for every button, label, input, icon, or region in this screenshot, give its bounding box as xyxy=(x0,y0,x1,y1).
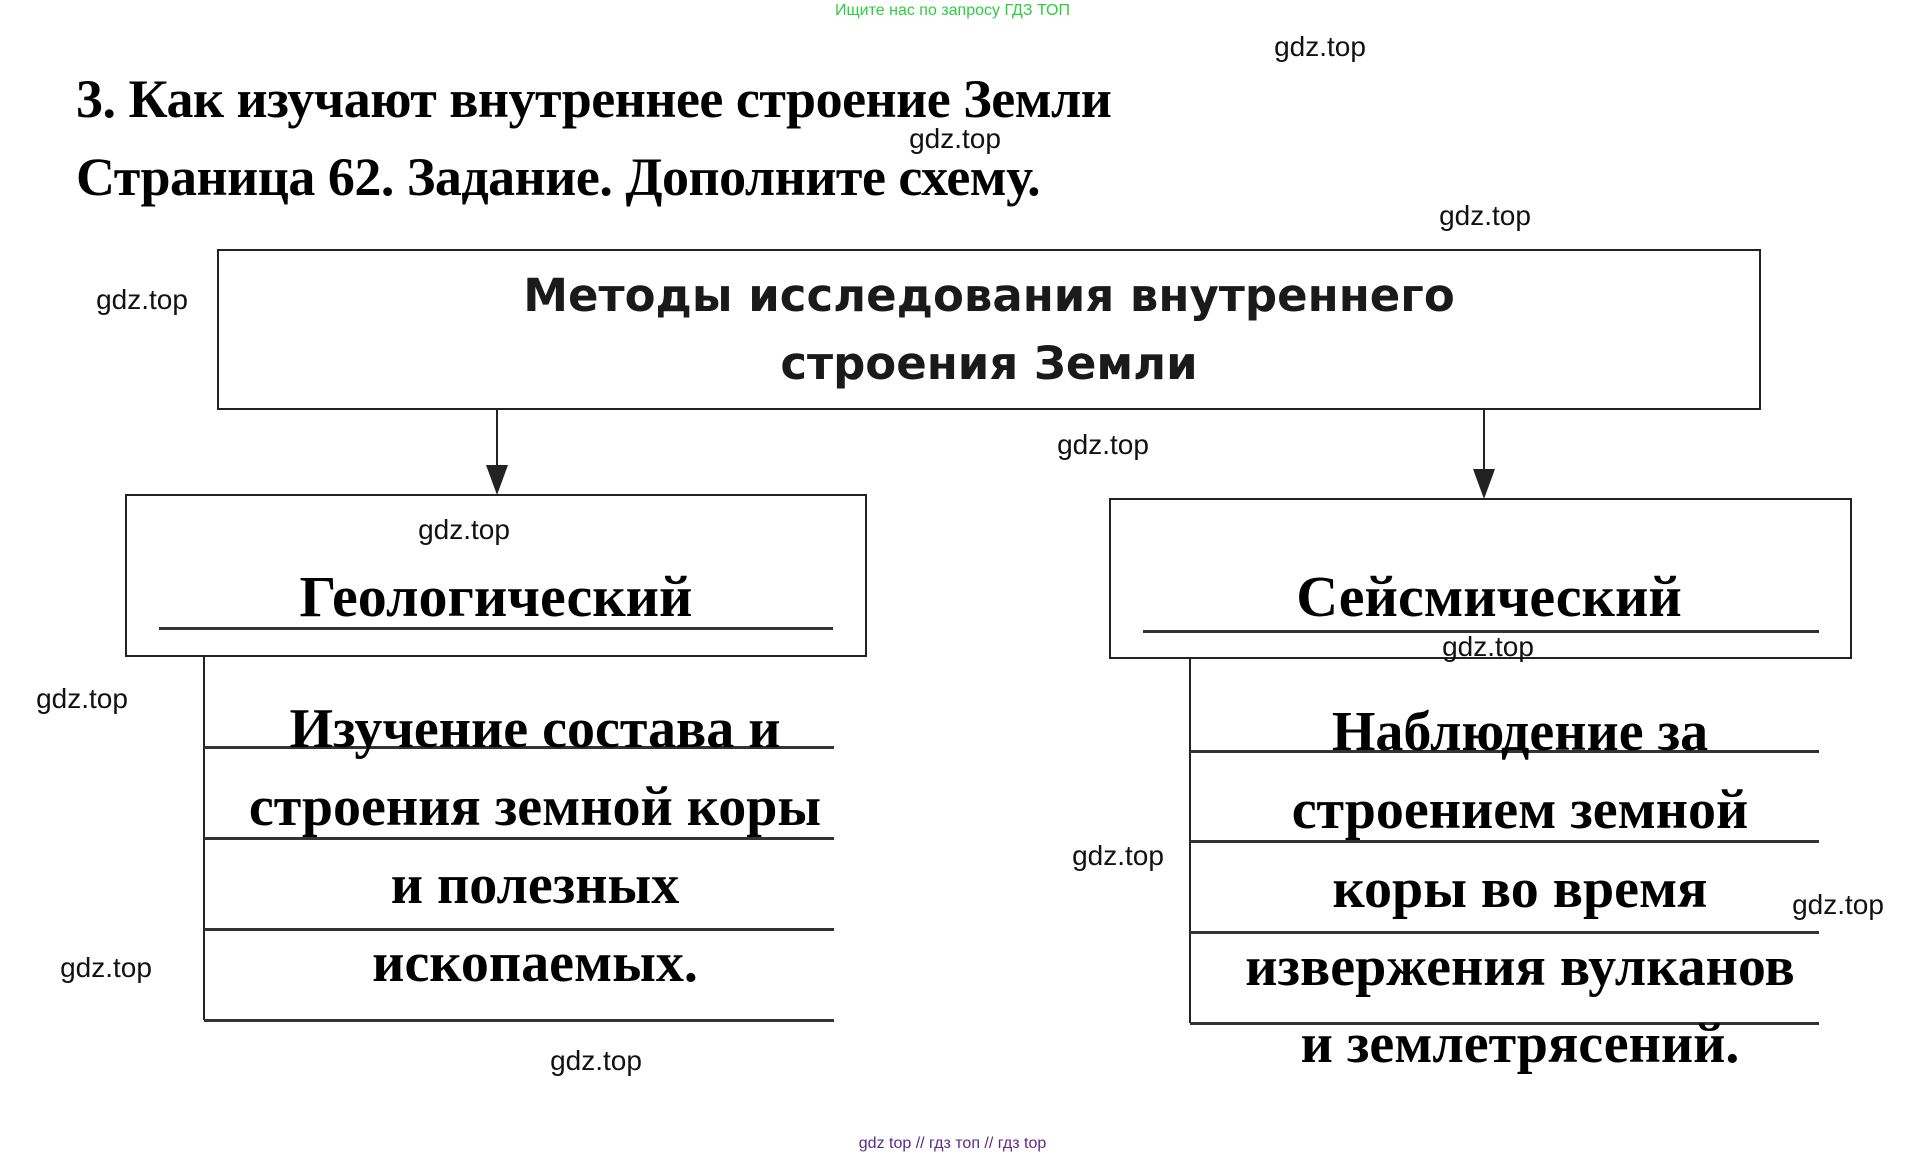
method-box-geological xyxy=(125,494,867,657)
watermark: gdz.top xyxy=(1442,631,1534,662)
search-banner[interactable]: Ищите нас по запросу ГДЗ ТОП xyxy=(835,2,1070,19)
arrow-down-icon xyxy=(486,465,508,495)
answer-text-line: Наблюдение за xyxy=(1331,701,1709,763)
watermark: gdz.top xyxy=(1274,31,1366,62)
watermark: gdz.top xyxy=(418,514,510,545)
arrow-down-icon xyxy=(1473,469,1495,499)
answer-text-line: строения земной коры xyxy=(248,776,822,838)
arrow-right-shaft xyxy=(1483,410,1485,472)
answer-text-line: и землетрясений. xyxy=(1300,1013,1740,1075)
answer-line xyxy=(1190,750,1819,753)
answer-line xyxy=(204,746,834,749)
watermark: gdz.top xyxy=(36,683,128,714)
answer-text-line: Изучение состава и xyxy=(289,698,781,760)
answer-line xyxy=(159,627,833,630)
method-label-geological: Геологический xyxy=(299,564,693,629)
watermark: gdz.top xyxy=(1439,200,1531,231)
diagram-root-line-1: Методы исследования внутреннего xyxy=(523,268,1455,322)
answer-text-line: строением земной xyxy=(1291,779,1749,841)
answer-line xyxy=(1190,931,1819,934)
watermark: gdz.top xyxy=(96,284,188,315)
method-label-seismic: Сейсмический xyxy=(1296,564,1682,629)
watermark: gdz.top xyxy=(60,952,152,983)
watermark: gdz.top xyxy=(909,123,1001,154)
diagram-root-box: Методы исследования внутреннего строения… xyxy=(217,249,1761,410)
watermark: gdz.top xyxy=(1792,889,1884,920)
task-subtitle: Страница 62. Задание. Дополните схему. xyxy=(76,147,1041,207)
answer-text-line: и полезных xyxy=(390,854,680,916)
watermark: gdz.top xyxy=(1057,429,1149,460)
watermark: gdz.top xyxy=(1072,840,1164,871)
answer-text-line: коры во время xyxy=(1332,858,1708,920)
answer-line xyxy=(1190,840,1819,843)
answer-text-line: извержения вулканов xyxy=(1245,936,1795,998)
answer-text-line: ископаемых. xyxy=(372,932,698,994)
answer-line xyxy=(1190,1022,1819,1025)
answer-line xyxy=(204,928,834,931)
answer-line xyxy=(204,1019,834,1022)
page-title: 3. Как изучают внутреннее строение Земли xyxy=(76,69,1112,129)
diagram-root-label: Методы исследования внутреннего строения… xyxy=(523,262,1455,398)
diagram-root-line-2: строения Земли xyxy=(780,336,1198,390)
method-box-seismic xyxy=(1109,498,1852,659)
arrow-left-shaft xyxy=(496,410,498,468)
watermark: gdz.top xyxy=(550,1045,642,1076)
footer-links[interactable]: gdz top // гдз топ // гдз top xyxy=(858,1135,1047,1152)
answer-line xyxy=(204,837,834,840)
answer-line xyxy=(1143,630,1819,633)
